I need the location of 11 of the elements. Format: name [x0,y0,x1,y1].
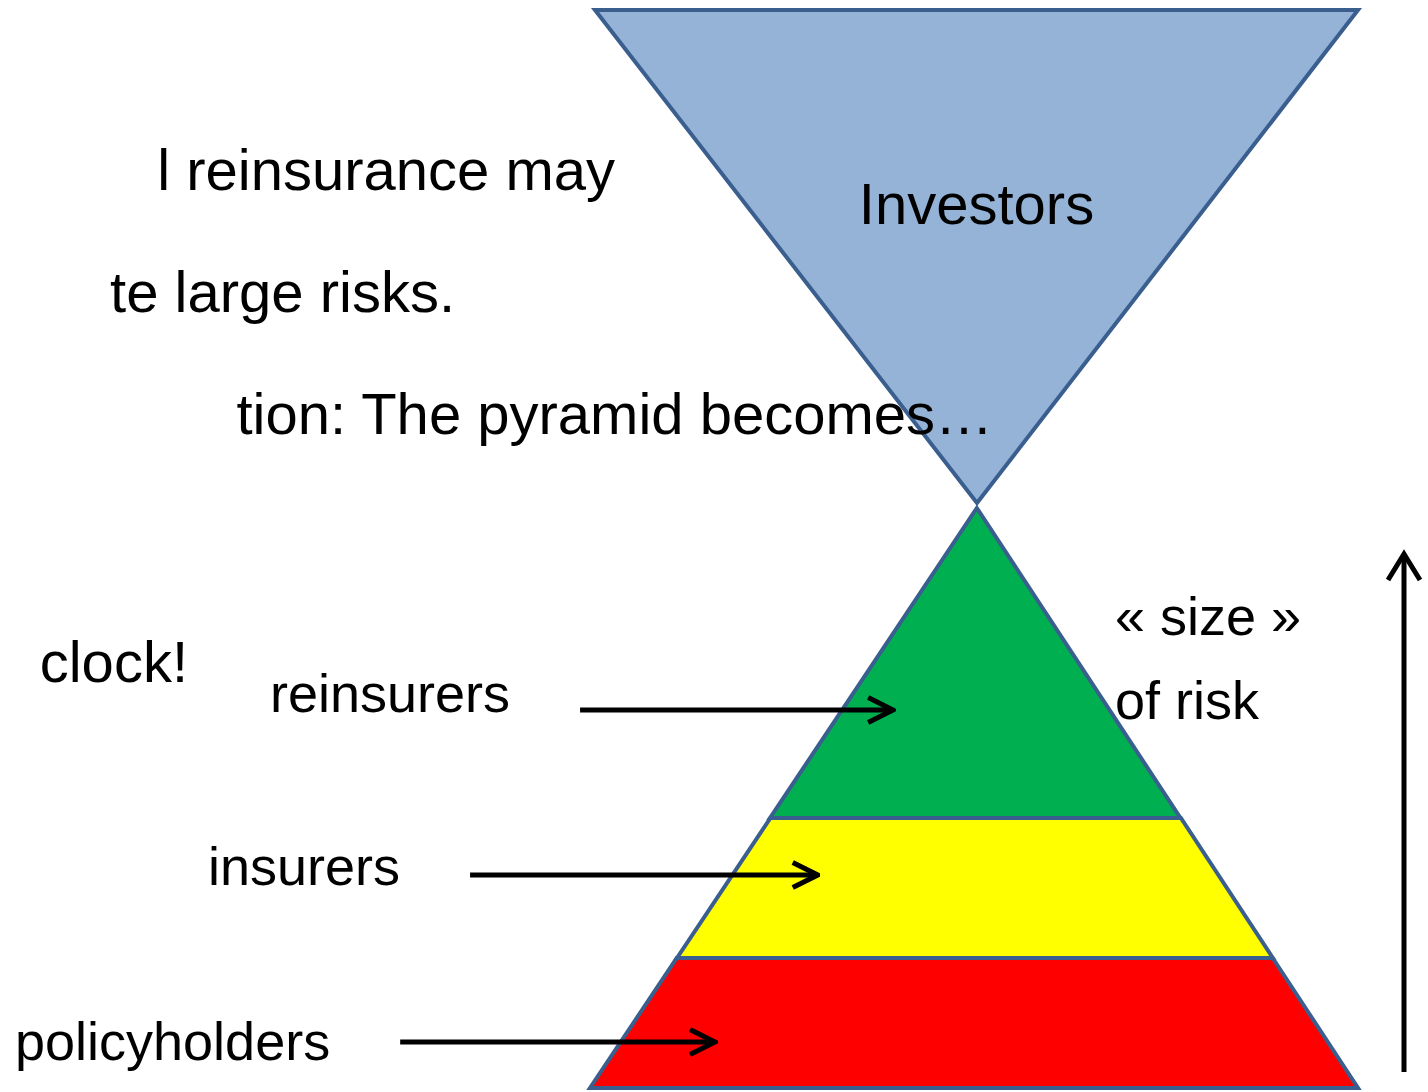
node-label: insurers [208,835,401,897]
arrow [580,695,896,725]
arrow [470,860,821,890]
arrow [400,1027,718,1057]
text-line: clock! [39,628,188,695]
node-label: reinsurers [270,662,511,724]
node-label: policyholders [15,1010,331,1072]
node-label: Investors [857,170,1096,237]
text-line: « size » of risk [1115,585,1303,732]
text-line: te large risks. [110,258,455,325]
text-line: l reinsurance may [157,136,615,203]
